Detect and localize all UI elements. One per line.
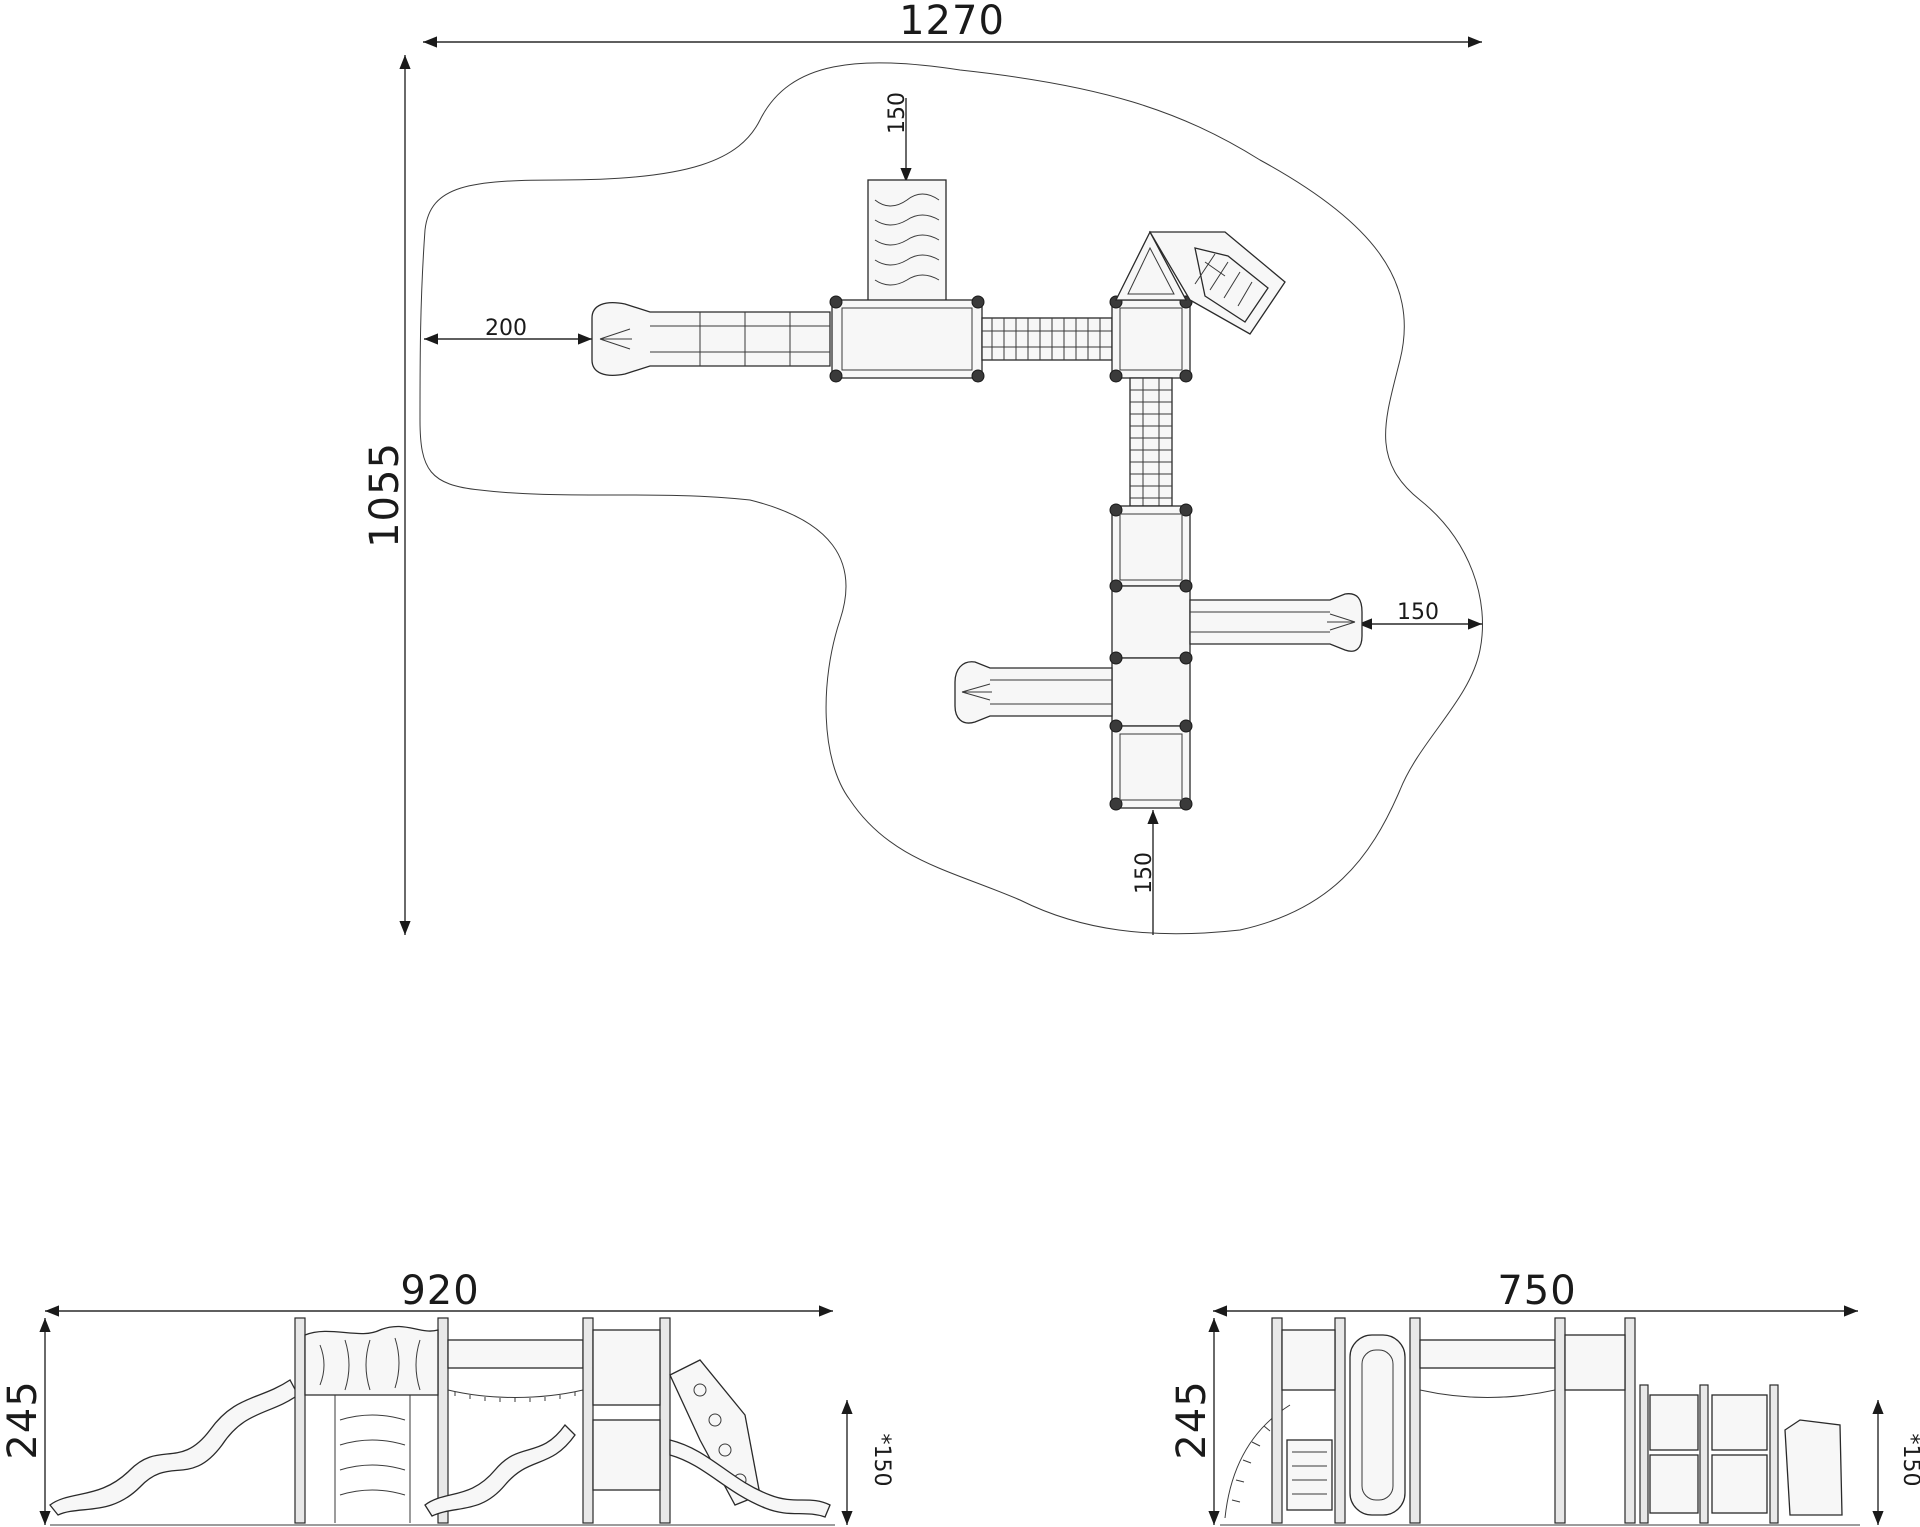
front-slide-right <box>669 1439 831 1518</box>
side-bridge-rail <box>1419 1339 1556 1369</box>
front-post <box>659 1317 671 1524</box>
plan-slide-left <box>591 302 831 376</box>
plan-rope-bridge-vertical <box>1129 377 1173 507</box>
side-height-label: 245 <box>1169 1380 1215 1459</box>
front-width-label: 920 <box>400 1268 479 1314</box>
front-slide-middle <box>424 1423 576 1517</box>
plan-deck-stack <box>1109 503 1193 811</box>
front-tower-panel <box>592 1419 661 1491</box>
plan-safety-bottom-label: 150 <box>1132 852 1157 894</box>
front-climbing-wall-panel <box>304 1325 439 1396</box>
side-post <box>1769 1384 1779 1524</box>
side-tube-slide <box>1349 1334 1406 1516</box>
front-tower-panel <box>592 1329 661 1406</box>
plan-safety-left-label: 200 <box>485 316 527 341</box>
side-tower-panel <box>1564 1334 1626 1391</box>
plan-angled-net <box>1148 231 1286 335</box>
plan-corner-tower <box>1109 230 1193 383</box>
side-post <box>1409 1317 1421 1524</box>
side-post <box>1699 1384 1709 1524</box>
side-post <box>1334 1317 1346 1524</box>
side-stair-panel <box>1286 1439 1333 1511</box>
plan-slide-lower-left <box>954 661 1113 724</box>
side-low-panel <box>1649 1394 1699 1451</box>
side-post <box>1624 1317 1636 1524</box>
plan-slide-right <box>1189 593 1363 652</box>
side-width-label: 750 <box>1497 1268 1576 1314</box>
front-fall-height-label: *150 <box>869 1434 894 1487</box>
side-tower-panel <box>1281 1329 1336 1391</box>
plan-height-label: 1055 <box>362 442 408 548</box>
side-post <box>1554 1317 1566 1524</box>
plan-rope-bridge-horizontal <box>981 317 1113 361</box>
plan-climbing-wall <box>867 179 947 303</box>
front-height-label: 245 <box>0 1380 46 1459</box>
plan-safety-right-label: 150 <box>1397 600 1439 625</box>
side-post <box>1271 1317 1283 1524</box>
side-elevation: 750 245 *150 <box>1169 1268 1920 1526</box>
side-post <box>1639 1384 1649 1524</box>
front-elevation: 920 245 *150 <box>0 1268 894 1526</box>
front-slide-left <box>49 1379 299 1516</box>
front-bridge-rail <box>447 1339 584 1369</box>
safety-zone-outline <box>419 62 1483 935</box>
side-low-panel <box>1711 1394 1768 1451</box>
side-low-panel <box>1649 1454 1699 1514</box>
side-fall-height-label: *150 <box>1898 1434 1920 1487</box>
front-post <box>294 1317 306 1524</box>
side-low-panel <box>1711 1454 1768 1514</box>
front-post <box>437 1317 449 1524</box>
plan-deck-1 <box>829 295 985 383</box>
plan-view: 1270 1055 150 200 150 150 <box>362 0 1483 935</box>
front-climbing-ladder <box>334 1395 411 1523</box>
side-slide-exit <box>1784 1419 1843 1516</box>
plan-safety-top-label: 150 <box>885 92 910 134</box>
front-post <box>582 1317 594 1524</box>
plan-width-label: 1270 <box>899 0 1005 44</box>
